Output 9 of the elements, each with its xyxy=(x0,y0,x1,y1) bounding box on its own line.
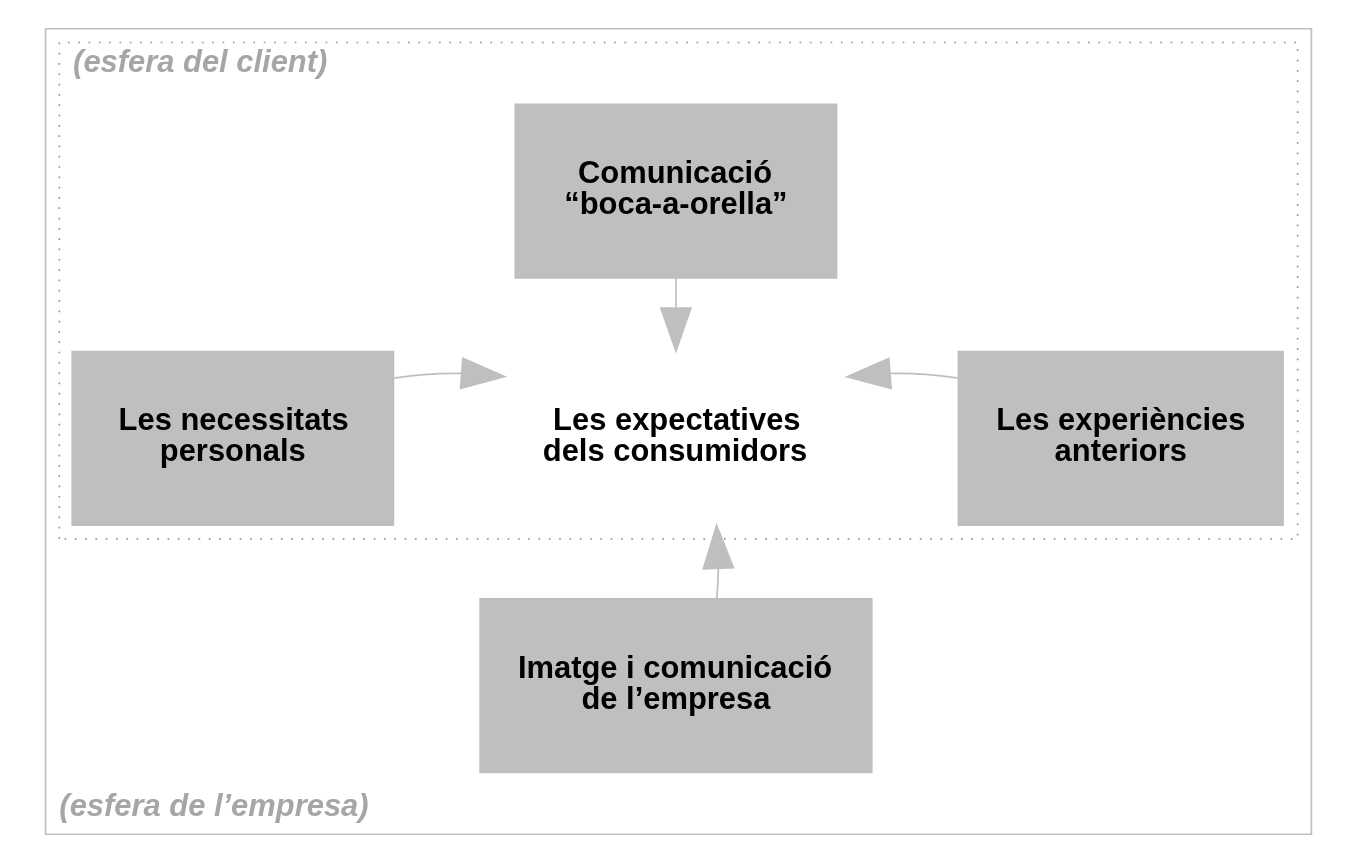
node-box: Les experiències anteriors xyxy=(957,350,1284,526)
arrow xyxy=(659,277,693,354)
node-text: Les expectatives dels consumidors xyxy=(542,402,808,469)
arrow xyxy=(702,522,735,600)
arrow xyxy=(844,357,960,390)
node-box: Comunicació “boca-a-orella” xyxy=(514,103,838,279)
arrow xyxy=(392,357,508,390)
node-box: Imatge i comunicació de l’empresa xyxy=(479,598,873,774)
node-box: Les necessitats personals xyxy=(71,350,395,526)
